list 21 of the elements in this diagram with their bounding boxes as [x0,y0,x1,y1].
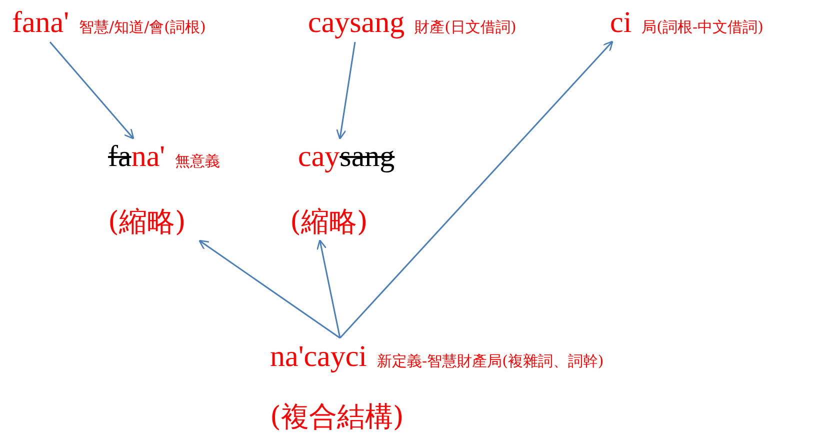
abbreviation-label: (縮略) [290,205,368,239]
struck-syllable: sang [340,140,395,174]
gloss-text: 局(詞根-中文借詞) [642,18,764,37]
structure-label: (複合結構) [270,399,404,435]
arrow [339,40,614,338]
gloss-text: 無意義 [175,152,220,171]
arrow [316,239,341,338]
word-text: cay [298,140,340,174]
arrow [49,42,134,140]
word-text: na'cayci [270,340,368,374]
word-text: ci [610,6,632,40]
word-text: fana' [12,6,70,40]
arrow [198,240,340,339]
arrow [336,42,356,140]
struck-syllable: fa [108,140,132,174]
abbreviation-label: (縮略) [108,205,186,239]
word-text: na' [131,140,166,174]
gloss-text: 財產(日文借詞) [414,18,516,37]
gloss-text: 智慧/知道/會(詞根) [79,18,206,37]
word-text: caysang [308,6,405,40]
gloss-text: 新定義-智慧財產局(複雜詞、詞幹) [377,352,604,371]
